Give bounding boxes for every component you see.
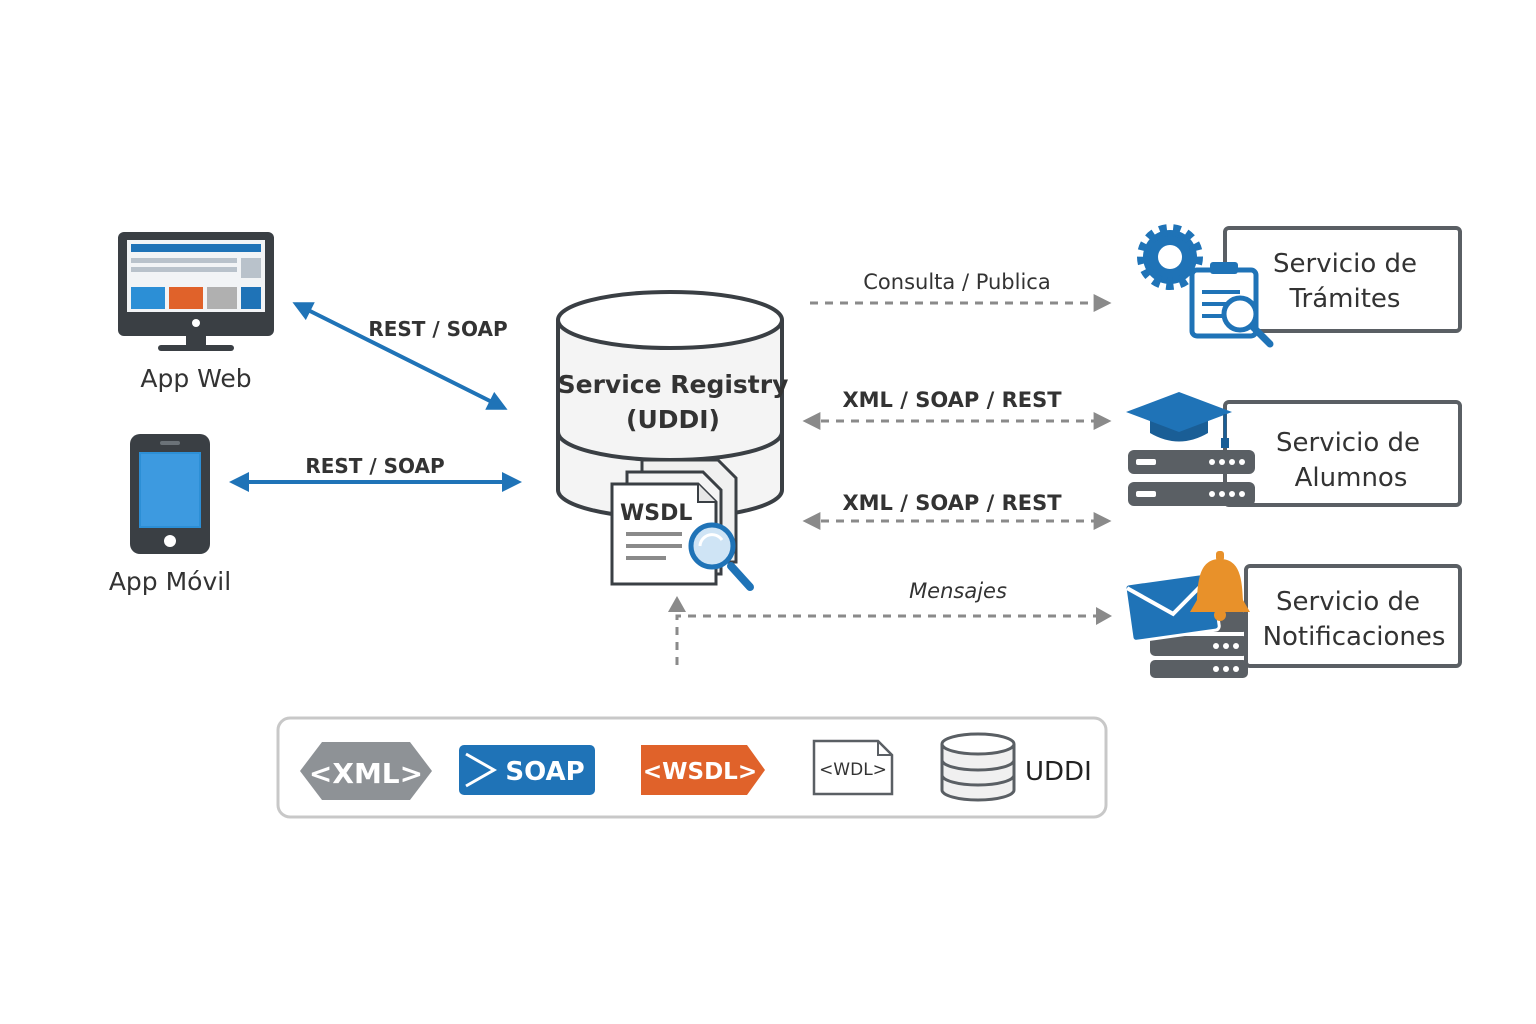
alumnos-title-line1: Servicio de bbox=[1276, 428, 1420, 458]
mensajes-link-label: Mensajes bbox=[909, 579, 1007, 603]
app-web-label: App Web bbox=[140, 364, 251, 393]
alumnos-title-line2: Alumnos bbox=[1295, 463, 1408, 493]
uddi-database-icon bbox=[940, 732, 1016, 802]
phone-icon bbox=[130, 434, 210, 554]
app-movil-label: App Móvil bbox=[109, 567, 231, 596]
wsdl-label: WSDL bbox=[620, 501, 692, 526]
notificaciones-title-line1: Servicio de bbox=[1276, 587, 1420, 617]
magnifier-icon bbox=[688, 522, 754, 591]
web-protocol-label: REST / SOAP bbox=[368, 317, 507, 341]
tramites-title-line1: Servicio de bbox=[1273, 249, 1417, 279]
wsdl-badge bbox=[641, 745, 765, 795]
mensajes-arrowhead bbox=[1096, 607, 1112, 625]
mensajes-arrow bbox=[675, 614, 1108, 665]
web-registry-arrow bbox=[292, 302, 508, 410]
gear-icon bbox=[1137, 224, 1203, 290]
mobile-protocol-label: REST / SOAP bbox=[305, 454, 444, 478]
tramites-link-label: Consulta / Publica bbox=[863, 270, 1050, 294]
uddi-label: UDDI bbox=[1025, 757, 1092, 787]
alumnos-link-label: XML / SOAP / REST bbox=[842, 388, 1062, 412]
registry-subtitle: (UDDI) bbox=[626, 405, 720, 434]
xml-badge-label: <XML> bbox=[309, 757, 423, 790]
registry-title: Service Registry bbox=[558, 370, 789, 399]
wdl-label: <WDL> bbox=[819, 760, 887, 780]
notificaciones-title-line2: Notificaciones bbox=[1263, 622, 1446, 652]
xml-badge bbox=[300, 742, 432, 800]
monitor-icon bbox=[118, 232, 274, 351]
clipboard-icon bbox=[1189, 262, 1274, 348]
soap-badge-label: SOAP bbox=[505, 757, 584, 787]
mensajes-up-arrowhead bbox=[668, 596, 686, 612]
wsdl-badge-label: <WSDL> bbox=[643, 759, 757, 785]
tramites-service-box bbox=[1223, 226, 1462, 333]
graduation-cap-icon bbox=[1126, 392, 1232, 448]
bell-icon bbox=[1190, 551, 1250, 621]
server-icon bbox=[1128, 450, 1255, 506]
tramites-title-line2: Trámites bbox=[1289, 284, 1401, 314]
wdl-document-icon bbox=[812, 739, 894, 796]
notifs-link-label: XML / SOAP / REST bbox=[842, 491, 1062, 515]
soap-badge bbox=[459, 745, 595, 795]
